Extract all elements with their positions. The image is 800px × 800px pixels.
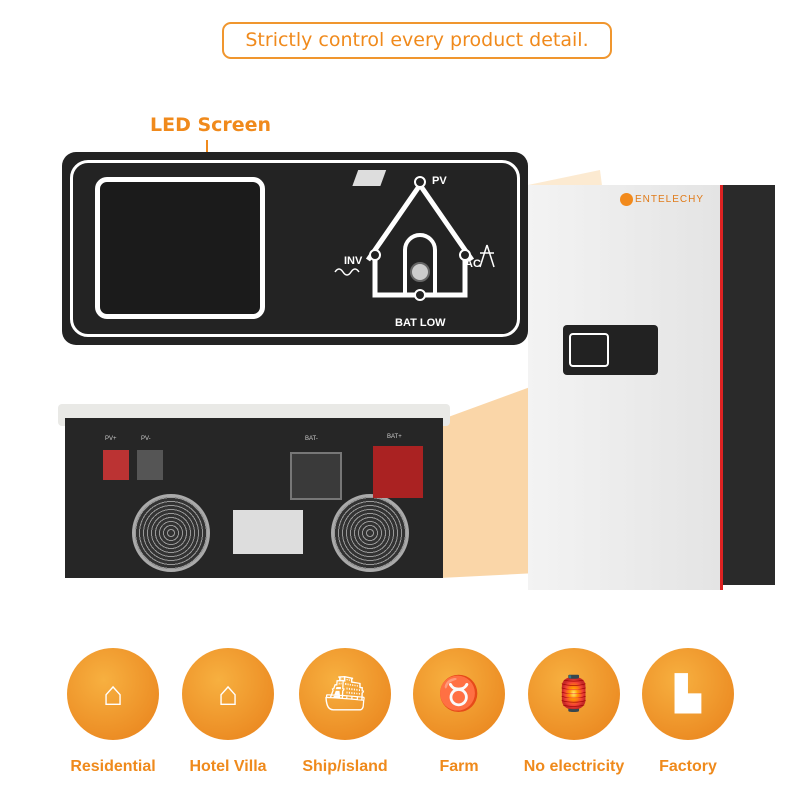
- factory-icon: ▙: [642, 648, 734, 740]
- ac-label: AC: [465, 258, 481, 270]
- category-residential: ⌂Residential: [53, 648, 173, 776]
- bat-plus-label: BAT+: [387, 434, 402, 440]
- inverter-front: [528, 185, 723, 590]
- bat-minus-label: BAT-: [305, 436, 318, 442]
- category-ship-island: ⛴Ship/island: [285, 648, 405, 776]
- bat-plus-terminal: [373, 446, 423, 498]
- pv-minus-label: PV-: [141, 436, 151, 442]
- bat-low-label: BAT LOW: [395, 317, 446, 329]
- fan-left-icon: [132, 494, 210, 572]
- pv-plus-label: PV+: [105, 436, 117, 442]
- bat-minus-terminal: [290, 452, 342, 500]
- panel-border: [70, 160, 520, 337]
- inverter-bottom-terminals: PV+ PV- BAT- BAT+: [65, 418, 443, 578]
- inv-label: INV: [344, 255, 363, 267]
- power-tower-icon: [479, 244, 495, 268]
- house-indicator-icon: [334, 170, 495, 301]
- category-hotel-villa: ⌂Hotel Villa: [168, 648, 288, 776]
- category-factory: ▙Factory: [628, 648, 748, 776]
- pv-label: PV: [432, 175, 447, 187]
- led-screen: [95, 177, 265, 319]
- brand-logo: ENTELECHY: [635, 194, 705, 205]
- sine-wave-icon: [334, 268, 360, 276]
- house-icon: ⌂: [67, 648, 159, 740]
- inverter-side-vent: [720, 185, 775, 585]
- pv-minus-terminal: [137, 450, 163, 480]
- led-screen-label: LED Screen: [150, 114, 272, 136]
- category-farm: ♉Farm: [399, 648, 519, 776]
- fan-right-icon: [331, 494, 409, 572]
- power-button-icon: [410, 262, 430, 282]
- solar-panel-icon: [352, 170, 387, 186]
- lantern-icon: 🏮: [528, 648, 620, 740]
- ac-terminal-block: [233, 510, 303, 554]
- villa-icon: ⌂: [182, 648, 274, 740]
- inverter-mini-panel: [563, 325, 658, 375]
- banner: Strictly control every product detail.: [222, 22, 612, 59]
- category-no-electricity: 🏮No electricity: [514, 648, 634, 776]
- ship-icon: ⛴: [299, 648, 391, 740]
- pv-plus-terminal: [103, 450, 129, 480]
- cow-icon: ♉: [413, 648, 505, 740]
- brand-logo-icon: [620, 193, 633, 206]
